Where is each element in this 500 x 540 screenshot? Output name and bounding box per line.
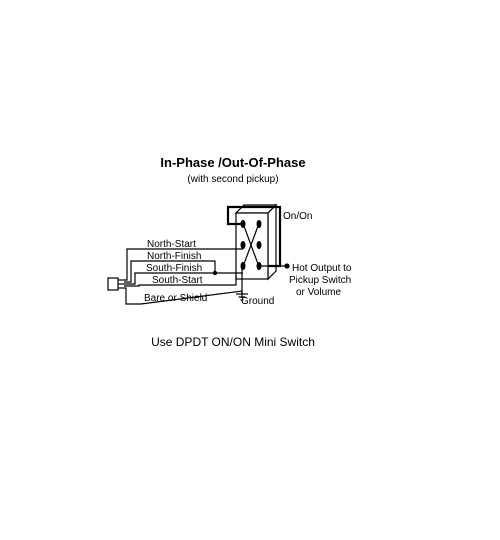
- diagram-subtitle: (with second pickup): [187, 174, 278, 185]
- label-north-finish: North-Finish: [147, 251, 201, 262]
- switch-lug: [256, 241, 262, 249]
- output-line-1: Hot Output to: [292, 263, 352, 274]
- wire-south-finish: South-Finish: [124, 263, 243, 285]
- wire-south-start: South-Start: [124, 275, 237, 287]
- output-line-2: Pickup Switch: [289, 275, 351, 286]
- output-line-3: or Volume: [296, 287, 341, 298]
- dpdt-switch: [234, 203, 278, 281]
- hot-output: Hot Output to Pickup Switch or Volume: [259, 263, 352, 298]
- pickup-connector: [107, 277, 124, 291]
- switch-label: On/On: [283, 211, 312, 222]
- solder-joint: [212, 270, 218, 276]
- wire-north-finish: North-Finish: [124, 251, 216, 283]
- ground-symbol: Ground: [236, 268, 274, 307]
- label-bare-shield: Bare or Shield: [144, 293, 207, 304]
- footer-caption: Use DPDT ON/ON Mini Switch: [151, 335, 315, 349]
- label-north-start: North-Start: [147, 239, 196, 250]
- switch-lug: [240, 241, 246, 249]
- diagram-title: In-Phase /Out-Of-Phase: [160, 155, 305, 170]
- wire-bare-shield: Bare or Shield: [124, 287, 243, 305]
- output-node: [284, 263, 290, 269]
- wire-north-start: North-Start: [124, 239, 243, 281]
- label-south-start: South-Start: [152, 275, 203, 286]
- label-south-finish: South-Finish: [146, 263, 202, 274]
- ground-label: Ground: [241, 296, 274, 307]
